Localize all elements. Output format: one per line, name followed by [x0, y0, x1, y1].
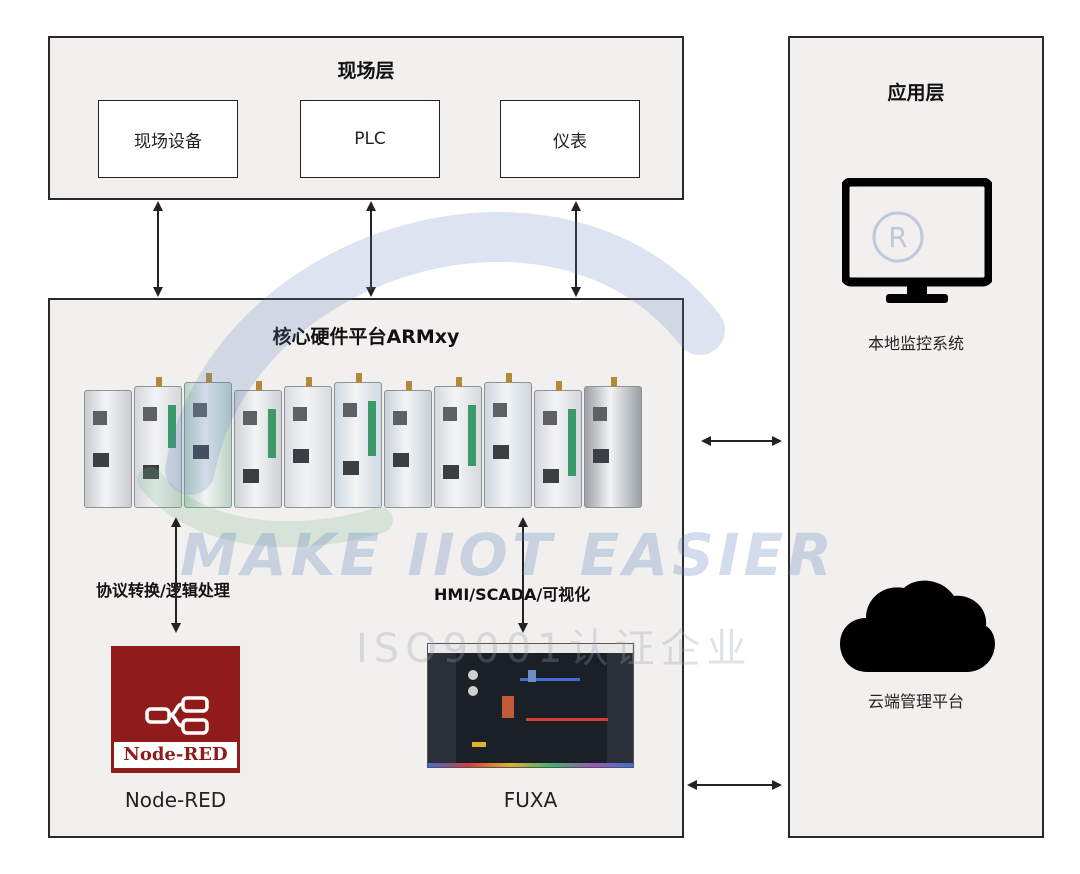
cloud-icon: [840, 580, 995, 672]
usb-port: [343, 403, 357, 417]
usb-port: [493, 403, 507, 417]
monitor-icon: [842, 178, 992, 303]
usb-port: [543, 411, 557, 425]
fuxa-right-panel: [607, 653, 633, 767]
ethernet-port: [293, 449, 309, 463]
field-device-box: 现场设备: [98, 100, 238, 178]
fuxa-caption: FUXA: [503, 788, 558, 812]
ethernet-port: [143, 465, 159, 479]
fuxa-pipe-red: [526, 718, 608, 721]
usb-port: [443, 407, 457, 421]
fuxa-titlebar: [428, 644, 633, 653]
ethernet-port: [593, 449, 609, 463]
fuxa-tank: [502, 696, 514, 718]
node-red-flow-icon: [145, 696, 209, 735]
plc-box: PLC: [300, 100, 440, 178]
armxy-module: [234, 381, 282, 508]
usb-port: [143, 407, 157, 421]
fuxa-screenshot: [427, 643, 634, 768]
usb-port: [193, 403, 207, 417]
protocol-logic-label: 协议转换/逻辑处理: [96, 581, 230, 600]
instrument-label: 仪表: [553, 131, 587, 152]
fuxa-sidebar: [428, 653, 456, 767]
armxy-module: [534, 381, 582, 508]
cloud-platform-label: 云端管理平台: [867, 692, 964, 711]
fuxa-pipe-blue: [520, 678, 580, 681]
fuxa-gauge-2: [468, 686, 478, 696]
fuxa-gauge: [468, 670, 478, 680]
terminal-block: [368, 401, 376, 456]
fuxa-widget: [472, 742, 486, 747]
antenna: [206, 373, 212, 383]
local-monitor-label: 本地监控系统: [867, 334, 964, 353]
field-layer-title: 现场层: [337, 60, 395, 82]
armxy-module: [284, 377, 332, 508]
node-red-caption: Node-RED: [124, 788, 227, 812]
ethernet-port: [243, 469, 259, 483]
antenna: [156, 377, 162, 387]
app-layer-panel: 应用层 本地监控系统 云端管理平台: [788, 36, 1044, 838]
ethernet-port: [193, 445, 209, 459]
terminal-block: [268, 409, 276, 458]
usb-port: [93, 411, 107, 425]
usb-port: [293, 407, 307, 421]
antenna: [506, 373, 512, 383]
core-title: 核心硬件平台ARMxy: [272, 326, 460, 348]
field-layer-panel: 现场层 现场设备 PLC 仪表: [48, 36, 684, 200]
plc-label: PLC: [354, 129, 386, 149]
antenna: [356, 373, 362, 383]
ethernet-port: [493, 445, 509, 459]
armxy-module: [84, 390, 132, 508]
ethernet-port: [543, 469, 559, 483]
armxy-module: [334, 373, 382, 508]
terminal-block: [468, 405, 476, 466]
node-red-logo-text: Node-RED: [114, 742, 237, 768]
fuxa-tank-2: [528, 670, 536, 682]
antenna: [611, 377, 617, 387]
app-layer-title: 应用层: [887, 82, 945, 104]
ethernet-port: [93, 453, 109, 467]
field-device-label: 现场设备: [134, 131, 202, 152]
node-red-logo: Node-RED: [111, 646, 240, 773]
antenna: [556, 381, 562, 391]
usb-port: [593, 407, 607, 421]
armxy-module: [384, 381, 432, 508]
ethernet-port: [393, 453, 409, 467]
antenna: [256, 381, 262, 391]
hmi-scada-label: HMI/SCADA/可视化: [434, 585, 591, 604]
instrument-box: 仪表: [500, 100, 640, 178]
armxy-module: [134, 377, 182, 508]
ethernet-port: [443, 465, 459, 479]
terminal-block: [168, 405, 176, 448]
usb-port: [393, 411, 407, 425]
armxy-hardware-image: [84, 358, 642, 508]
fuxa-statusbar: [428, 763, 633, 767]
antenna: [456, 377, 462, 387]
armxy-module: [584, 377, 642, 508]
terminal-block: [568, 409, 576, 476]
armxy-module: [434, 377, 482, 508]
antenna: [406, 381, 412, 391]
usb-port: [243, 411, 257, 425]
armxy-module: [184, 373, 232, 508]
ethernet-port: [343, 461, 359, 475]
armxy-module: [484, 373, 532, 508]
antenna: [306, 377, 312, 387]
